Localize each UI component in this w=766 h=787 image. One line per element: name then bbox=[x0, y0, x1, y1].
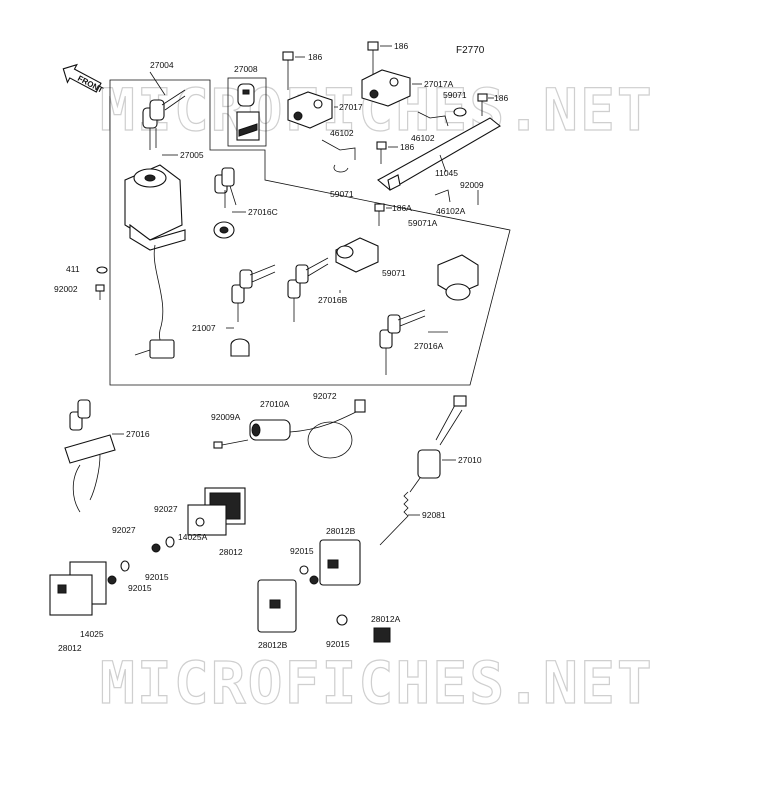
nut-92027-icon bbox=[120, 560, 130, 572]
label-411: 411 bbox=[66, 264, 80, 274]
label-92009A: 92009A bbox=[211, 412, 241, 422]
clip-46102-icon bbox=[417, 111, 449, 127]
shaft-11045 bbox=[377, 107, 501, 191]
label-27016: 27016 bbox=[126, 429, 150, 439]
label-186-d: 186 bbox=[400, 142, 414, 152]
label-92015-b: 92015 bbox=[128, 583, 152, 593]
label-27005: 27005 bbox=[180, 150, 204, 160]
watermark-bottom: MICROFICHES.NET bbox=[100, 649, 654, 717]
lamp-28012B-right bbox=[299, 539, 361, 586]
label-186-a: 186 bbox=[308, 52, 322, 62]
washer-411-icon bbox=[96, 266, 108, 274]
label-92015-a: 92015 bbox=[145, 572, 169, 582]
bolt-92002-icon bbox=[95, 284, 105, 300]
label-28012A: 28012A bbox=[371, 614, 401, 624]
label-186A: 186A bbox=[392, 203, 412, 213]
bracket-27017A bbox=[361, 69, 411, 107]
label-46102A: 46102A bbox=[436, 206, 466, 216]
switch-27010 bbox=[409, 395, 467, 493]
label-59071-b: 59071 bbox=[443, 90, 467, 100]
label-27010: 27010 bbox=[458, 455, 482, 465]
label-59071A: 59071A bbox=[408, 218, 438, 228]
label-92027-b: 92027 bbox=[112, 525, 136, 535]
label-27017A: 27017A bbox=[424, 79, 454, 89]
lamp-28012-upper bbox=[187, 487, 246, 536]
label-46102-b: 46102 bbox=[411, 133, 435, 143]
label-14025A: 14025A bbox=[178, 532, 208, 542]
label-186-b: 186 bbox=[394, 41, 408, 51]
spring-92081-icon bbox=[379, 491, 409, 546]
label-92015-d: 92015 bbox=[326, 639, 350, 649]
label-27016A: 27016A bbox=[414, 341, 444, 351]
key-set-27016B bbox=[287, 237, 379, 322]
figure-code: F2770 bbox=[456, 45, 485, 56]
label-92072: 92072 bbox=[313, 391, 337, 401]
label-27017: 27017 bbox=[339, 102, 363, 112]
lamp-28012B-left bbox=[257, 579, 297, 633]
bolt-186-icon bbox=[376, 141, 387, 164]
label-92027-a: 92027 bbox=[154, 504, 178, 514]
label-27004: 27004 bbox=[150, 60, 174, 70]
label-21007: 21007 bbox=[192, 323, 216, 333]
ignition-switch bbox=[124, 164, 186, 359]
label-27016B: 27016B bbox=[318, 295, 348, 305]
label-92009: 92009 bbox=[460, 180, 484, 190]
key-set-27016A bbox=[379, 254, 479, 375]
label-27010A: 27010A bbox=[260, 399, 290, 409]
key-cylinder-27016C bbox=[213, 167, 237, 239]
switch-27010A bbox=[249, 399, 366, 459]
label-46102-a: 46102 bbox=[330, 128, 354, 138]
label-14025: 14025 bbox=[80, 629, 104, 639]
bolt-186-icon bbox=[477, 93, 488, 116]
label-27008: 27008 bbox=[234, 64, 258, 74]
nut-92027-icon bbox=[165, 536, 175, 548]
label-59071-c: 59071 bbox=[382, 268, 406, 278]
label-92015-c: 92015 bbox=[290, 546, 314, 556]
label-27016C: 27016C bbox=[248, 207, 278, 217]
label-92002: 92002 bbox=[54, 284, 78, 294]
key-tag-27008 bbox=[227, 77, 267, 147]
clip-46102-icon bbox=[321, 139, 356, 160]
key-27004-icon bbox=[142, 89, 186, 150]
bolt-186-icon bbox=[282, 51, 294, 90]
seat-lock-27016 bbox=[64, 399, 116, 513]
label-28012-b: 28012 bbox=[58, 643, 82, 653]
key-set-21007 bbox=[230, 264, 276, 357]
bolt-186A-icon bbox=[374, 203, 385, 226]
label-28012B-a: 28012B bbox=[326, 526, 356, 536]
label-92081: 92081 bbox=[422, 510, 446, 520]
screw-92009A-icon bbox=[213, 439, 249, 449]
lamp-28012-lower bbox=[49, 561, 107, 616]
ignition-group-outline bbox=[109, 79, 511, 386]
label-11045: 11045 bbox=[435, 168, 458, 178]
label-186-c: 186 bbox=[494, 93, 508, 103]
label-28012B-b: 28012B bbox=[258, 640, 288, 650]
label-59071-a: 59071 bbox=[330, 189, 354, 199]
front-arrow-icon bbox=[62, 63, 102, 93]
lamp-28012A bbox=[336, 614, 391, 643]
bolt-186-icon bbox=[367, 41, 379, 75]
label-28012-a: 28012 bbox=[219, 547, 243, 557]
bracket-27017 bbox=[287, 91, 333, 129]
